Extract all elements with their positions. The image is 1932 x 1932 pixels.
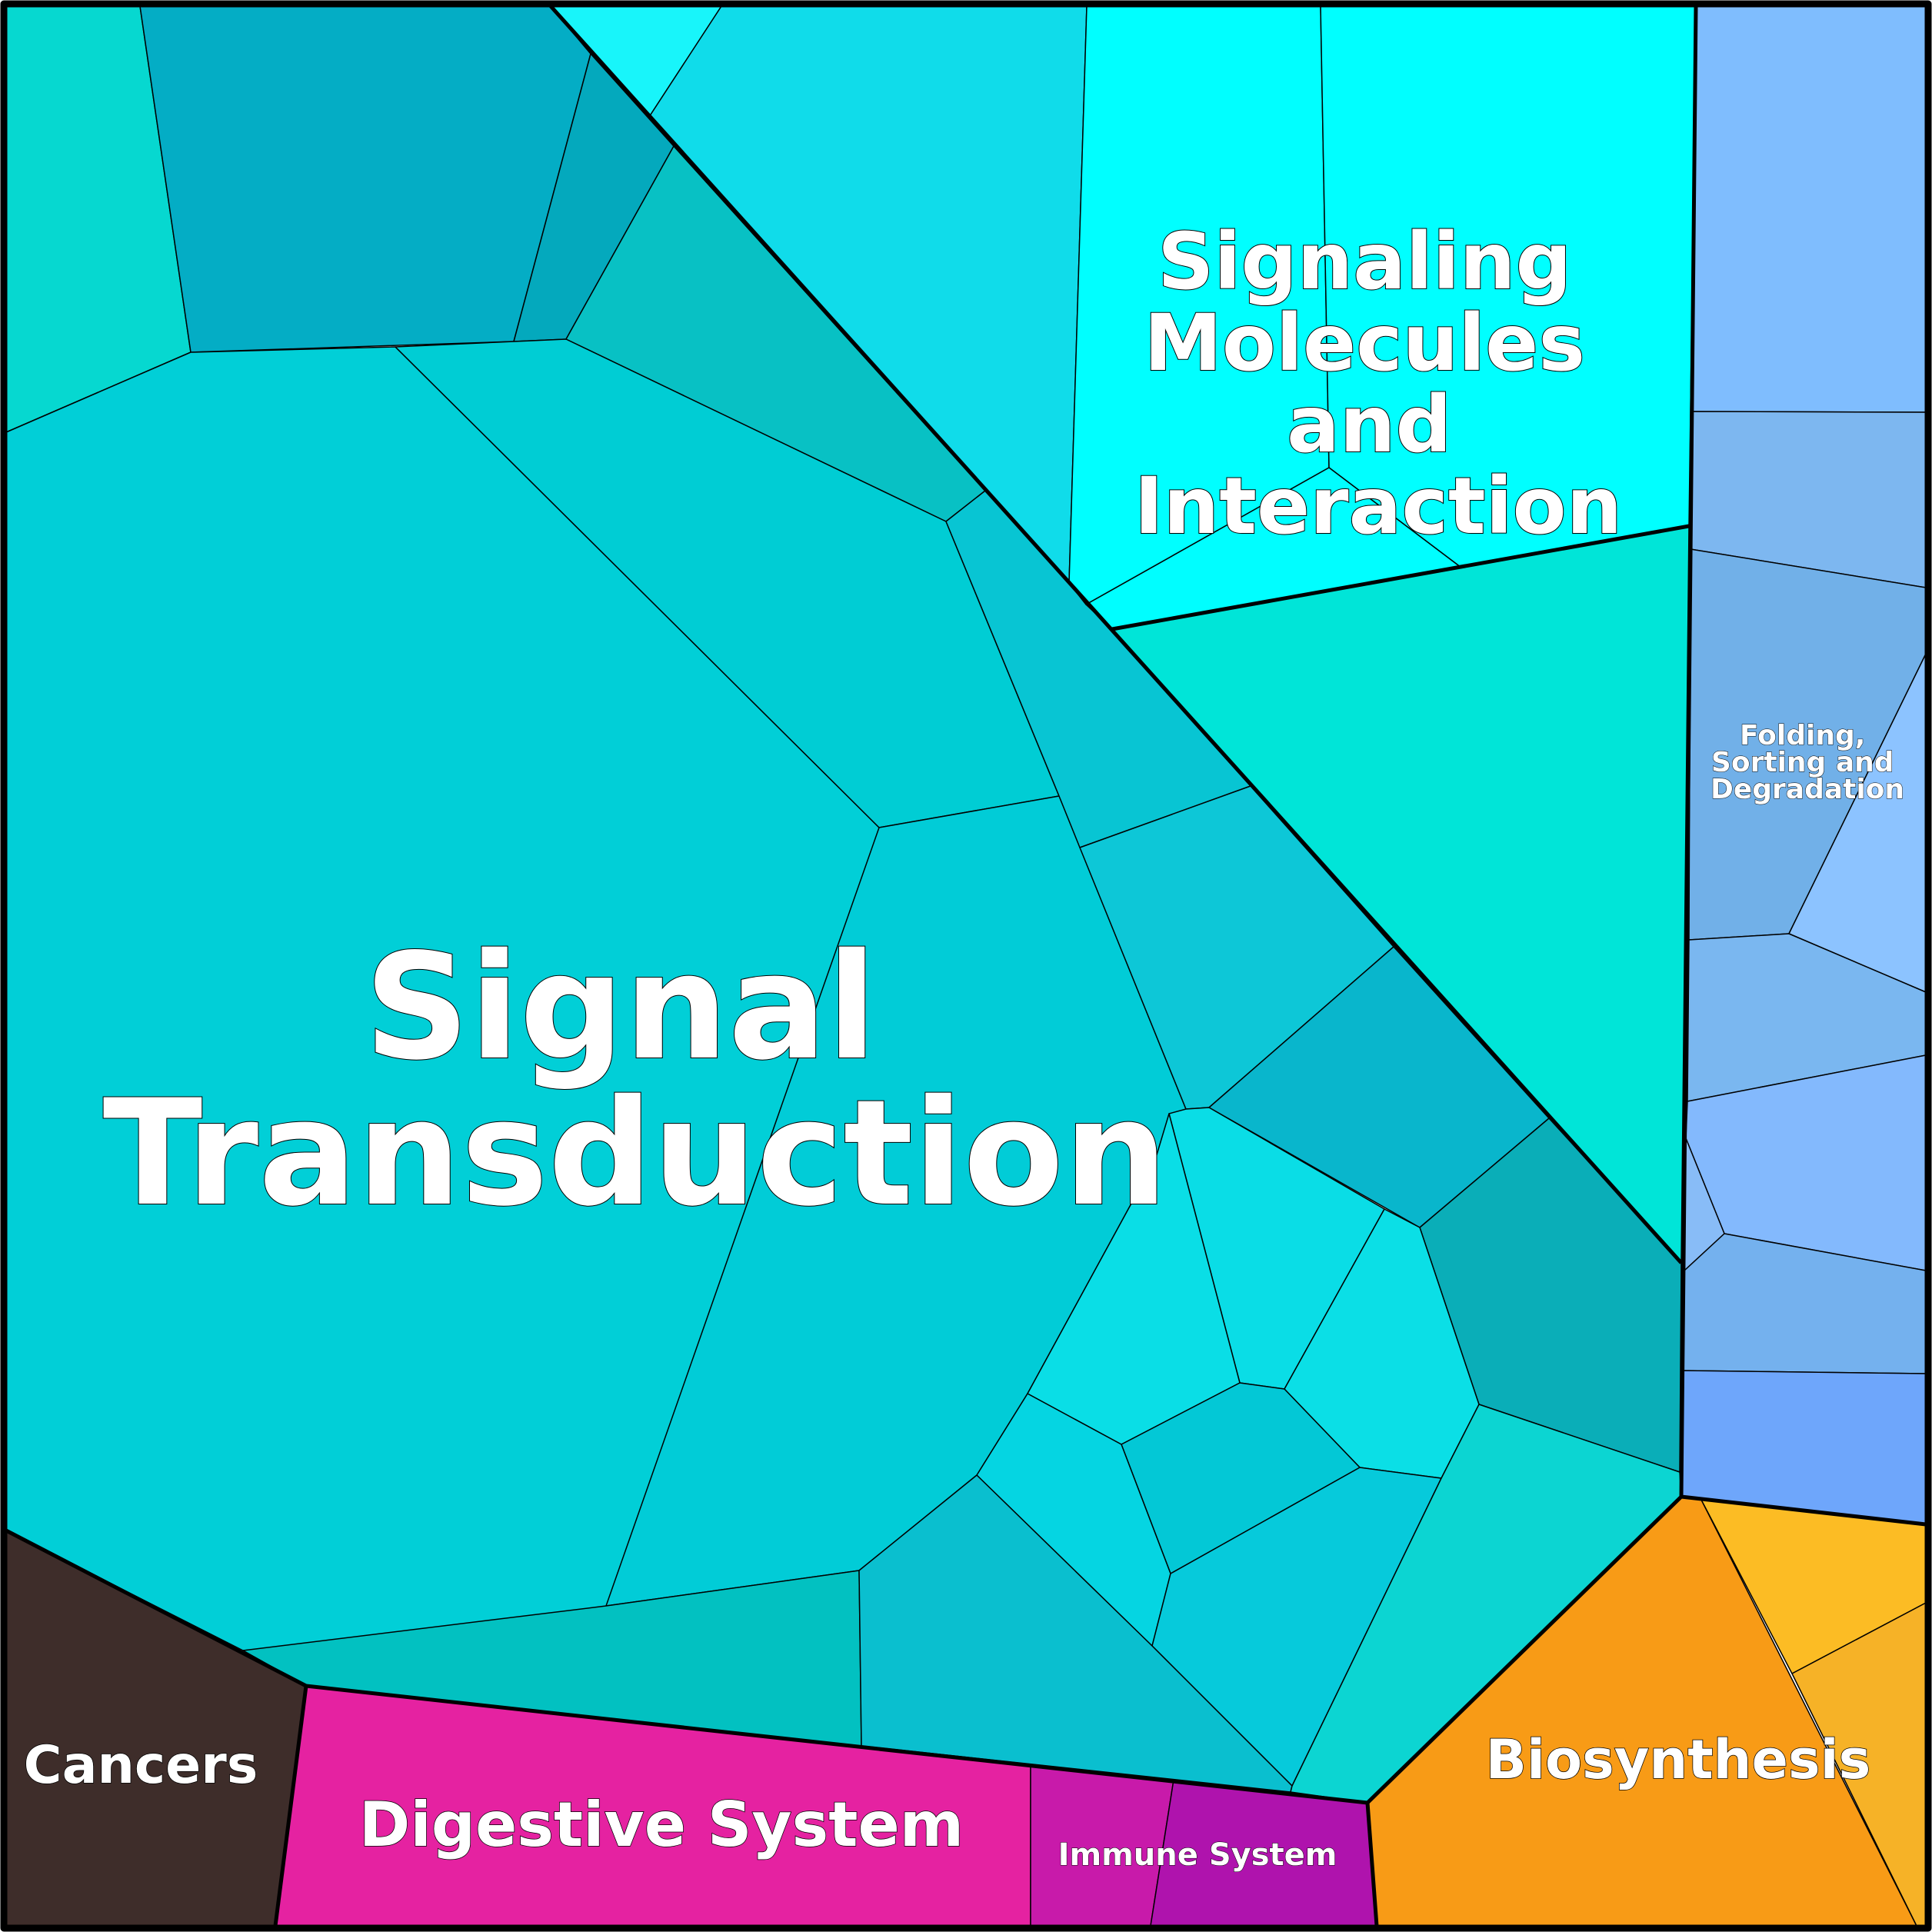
folding-sorting-cells [1681, 5, 1927, 1525]
signaling-molecules-cells [1068, 5, 1697, 1264]
label-cancers: Cancers [24, 1735, 258, 1796]
label-line: and [1287, 379, 1451, 471]
label-folding-sorting: Folding, Sorting and Degradation [1710, 720, 1904, 805]
border-diagonal [549, 5, 1683, 1264]
label-line: Biosynthesis [1486, 1728, 1871, 1791]
label-signaling-molecules: Signaling Molecules and Interaction [1134, 216, 1623, 552]
immune-system-cells [1030, 1764, 1377, 1927]
label-signal-transduction: Signal Transduction [103, 922, 1168, 1238]
st-cell-top [139, 5, 591, 353]
border-signaling-bottom [1111, 524, 1690, 631]
label-immune-system: Immune System [1058, 1837, 1337, 1873]
border-bottom-band [5, 1495, 1683, 1805]
fs-cell-1 [1691, 5, 1927, 413]
label-line: Signal [365, 922, 878, 1092]
label-biosynthesis: Biosynthesis [1486, 1728, 1871, 1791]
label-line: Degradation [1710, 774, 1904, 805]
label-digestive-system: Digestive System [359, 1789, 964, 1860]
label-line: Transduction [103, 1068, 1168, 1238]
label-line: Folding, [1740, 720, 1865, 751]
border-immune-biosynthesis [1365, 1802, 1379, 1927]
label-line: Molecules [1144, 298, 1585, 389]
label-line: Sorting and [1711, 747, 1894, 778]
label-line: Interaction [1134, 461, 1623, 552]
label-line: Immune System [1058, 1837, 1337, 1873]
label-line: Digestive System [359, 1789, 964, 1860]
signal-transduction-cells [5, 5, 1682, 1804]
label-line: Signaling [1158, 216, 1571, 308]
label-line: Cancers [24, 1735, 258, 1796]
border-cancers-digestive [273, 1685, 308, 1927]
